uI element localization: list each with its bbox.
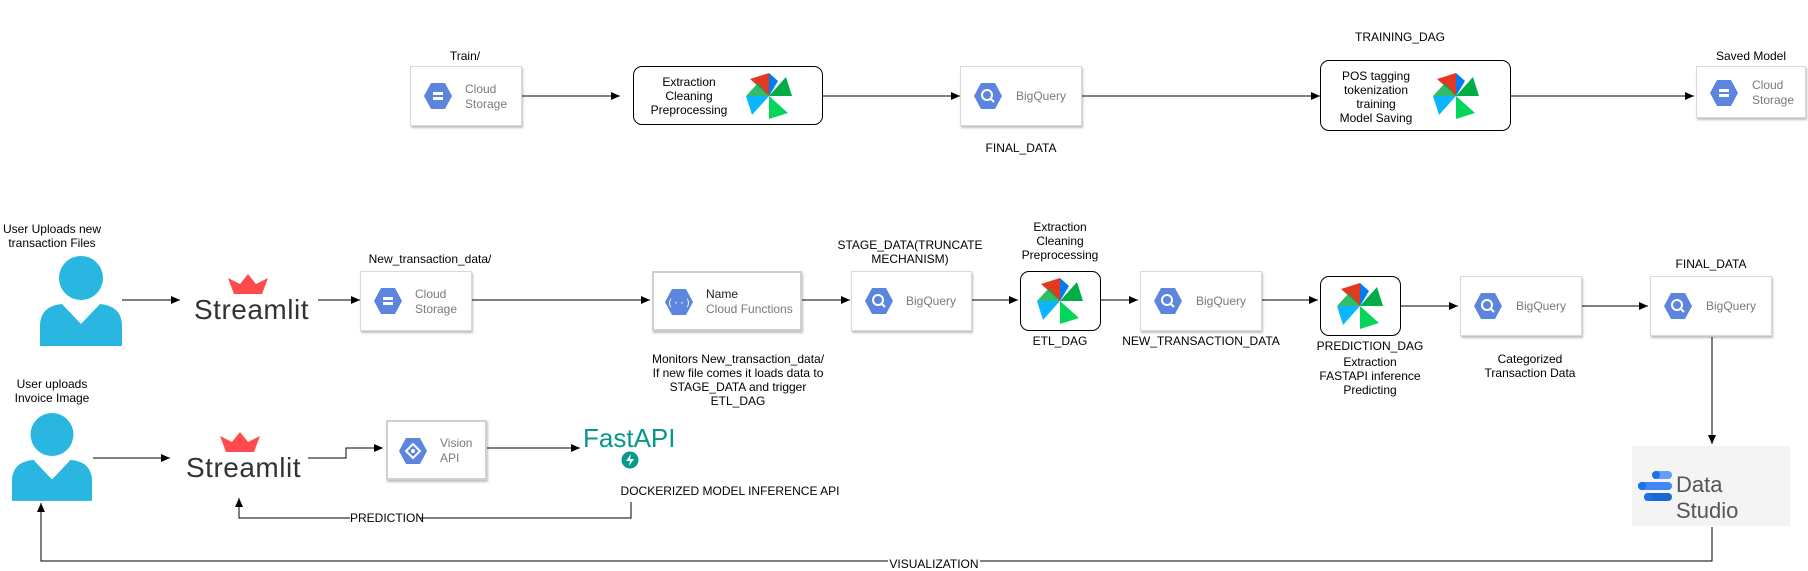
- cloud-function-service: Cloud Functions: [706, 302, 793, 316]
- bigquery-label: BigQuery: [1016, 89, 1067, 103]
- bigquery-icon: [865, 288, 893, 314]
- user-icon[interactable]: [10, 410, 94, 502]
- invoice-user-caption-line2: Invoice Image: [14, 391, 90, 405]
- bigquery-cat-label: BigQuery: [1516, 299, 1567, 313]
- bigquery-final[interactable]: BigQuery: [1650, 276, 1772, 336]
- cloud-storage-icon: [424, 83, 452, 109]
- bigquery-icon: [1474, 293, 1502, 319]
- cloud-function[interactable]: (··) Name Cloud Functions: [652, 271, 802, 331]
- cloud-storage-transactions[interactable]: Cloud Storage: [360, 271, 472, 331]
- data-studio[interactable]: Data Studio: [1632, 446, 1790, 526]
- function-note-line3: STAGE_DATA and trigger: [669, 380, 807, 394]
- prediction-dag-label: PREDICTION_DAG: [1316, 339, 1424, 353]
- final-data-label: FINAL_DATA: [985, 141, 1057, 155]
- user-caption-line2: transaction Files: [8, 236, 96, 250]
- etl-top-line2: Cleaning: [1036, 234, 1084, 248]
- bigquery-new-transaction[interactable]: BigQuery: [1140, 271, 1262, 331]
- airflow-icon: [1337, 283, 1383, 329]
- bigquery-stage-data[interactable]: BigQuery: [851, 271, 972, 331]
- bigquery-icon: [1154, 288, 1182, 314]
- cloud-storage-icon: [1710, 80, 1738, 106]
- bigquery-stage-label: BigQuery: [906, 294, 957, 308]
- cloud-functions-icon: (··): [665, 289, 693, 315]
- fastapi-bolt-icon: [621, 451, 639, 469]
- cloud-storage-train-line2: Storage: [465, 97, 508, 111]
- bigquery-final-label: BigQuery: [1706, 299, 1757, 313]
- airflow-dag-extraction[interactable]: Extraction Cleaning Preprocessing: [633, 66, 823, 125]
- airflow-icon: [1037, 278, 1083, 324]
- saved-storage-line2: Storage: [1752, 93, 1795, 107]
- streamlit-wordmark: Streamlit: [194, 294, 309, 325]
- training-dag-title: TRAINING_DAG: [1354, 30, 1445, 44]
- streamlit-logo-invoice: Streamlit: [184, 430, 304, 488]
- airflow-dag-training[interactable]: POS tagging tokenization training Model …: [1320, 60, 1511, 131]
- train-folder-label: Train/: [449, 49, 481, 63]
- cloud-storage-icon: [374, 288, 402, 314]
- arrow-prediction-return: [235, 498, 632, 519]
- cloud-storage-tx-line1: Cloud: [415, 287, 447, 301]
- etl-top-line3: Preprocessing: [1021, 248, 1099, 262]
- cloud-storage-saved-model[interactable]: Cloud Storage: [1696, 66, 1806, 118]
- invoice-user-caption-line1: User uploads: [16, 377, 88, 391]
- data-studio-label: Data Studio: [1676, 472, 1739, 523]
- cloud-storage-train-line1: Cloud: [465, 82, 497, 96]
- dag-extraction-line3: Preprocessing: [650, 103, 728, 117]
- fastapi-wordmark: FastAPI: [583, 423, 676, 453]
- categorized-line2: Transaction Data: [1484, 366, 1576, 380]
- visualization-return-label: VISUALIZATION: [888, 557, 980, 571]
- user-icon[interactable]: [38, 254, 124, 346]
- saved-model-label: Saved Model: [1715, 49, 1787, 63]
- streamlit-crown-icon: [228, 274, 268, 294]
- dag-training-line2: tokenization: [1343, 83, 1409, 97]
- prediction-step-3: Predicting: [1343, 383, 1397, 397]
- new-transaction-data-label: NEW_TRANSACTION_DATA: [1122, 334, 1280, 348]
- prediction-step-2: FASTAPI inference: [1319, 369, 1421, 383]
- final-data-title: FINAL_DATA: [1675, 257, 1747, 271]
- function-note-line4: ETL_DAG: [710, 394, 766, 408]
- bigquery-new-label: BigQuery: [1196, 294, 1247, 308]
- svg-text:(··): (··): [667, 298, 691, 309]
- etl-dag-label: ETL_DAG: [1032, 334, 1088, 348]
- airflow-icon: [746, 73, 792, 119]
- streamlit-crown-icon: [220, 432, 260, 452]
- bigquery-categorized[interactable]: BigQuery: [1460, 276, 1582, 336]
- prediction-step-1: Extraction: [1343, 355, 1397, 369]
- bigquery-final-data[interactable]: BigQuery: [960, 66, 1082, 126]
- dag-extraction-line2: Cleaning: [665, 89, 713, 103]
- new-transaction-folder-label: New_transaction_data/: [368, 252, 492, 266]
- cloud-storage-tx-line2: Storage: [415, 302, 458, 316]
- bigquery-icon: [974, 83, 1002, 109]
- cloud-storage-train[interactable]: Cloud Storage: [410, 66, 522, 126]
- streamlit-logo: Streamlit: [192, 272, 312, 330]
- stage-data-title-line1: STAGE_DATA(TRUNCATE: [837, 238, 983, 252]
- airflow-prediction-dag[interactable]: [1320, 276, 1401, 336]
- function-note-line1: Monitors New_transaction_data/: [651, 352, 825, 366]
- airflow-icon: [1433, 73, 1479, 119]
- airflow-etl-dag[interactable]: [1020, 271, 1101, 331]
- saved-storage-line1: Cloud: [1752, 78, 1784, 92]
- dag-training-line1: POS tagging: [1341, 69, 1411, 83]
- categorized-line1: Categorized: [1497, 352, 1563, 366]
- vision-api[interactable]: Vision API: [386, 420, 487, 480]
- dag-training-line4: Model Saving: [1339, 111, 1413, 125]
- user-caption-line1: User Uploads new: [2, 222, 102, 236]
- data-studio-icon: [1638, 471, 1672, 501]
- arrow-visualization-return: [37, 503, 1713, 562]
- bigquery-icon: [1664, 293, 1692, 319]
- vision-api-icon: [399, 438, 427, 464]
- stage-data-title-line2: MECHANISM): [871, 252, 949, 266]
- vision-api-line2: API: [440, 451, 460, 465]
- vision-api-line1: Vision: [440, 436, 473, 450]
- dag-training-line3: training: [1356, 97, 1396, 111]
- dag-extraction-line1: Extraction: [662, 75, 716, 89]
- function-note-line2: If new file comes it loads data to: [652, 366, 824, 380]
- arrow-streamlit-to-vision: [308, 444, 383, 459]
- cloud-function-name: Name: [706, 287, 739, 301]
- etl-top-line1: Extraction: [1033, 220, 1087, 234]
- prediction-return-label: PREDICTION: [350, 511, 425, 525]
- dockerized-api-label: DOCKERIZED MODEL INFERENCE API: [620, 484, 840, 498]
- streamlit-wordmark: Streamlit: [186, 452, 301, 483]
